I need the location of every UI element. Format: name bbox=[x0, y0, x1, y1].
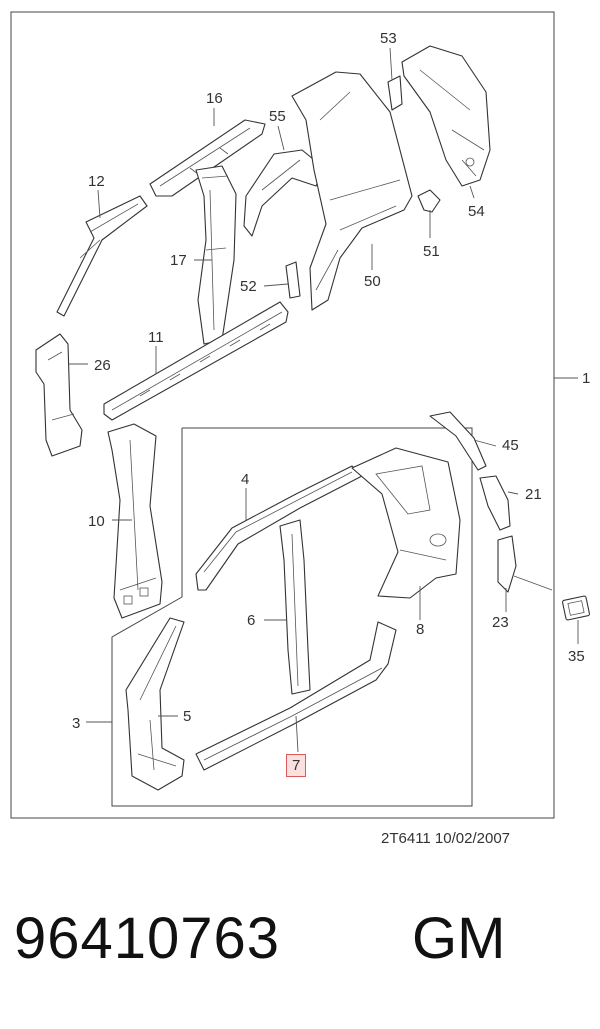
part-45-drawing bbox=[429, 411, 487, 471]
callout-1: 1 bbox=[582, 370, 591, 387]
brand-name: GM bbox=[412, 906, 506, 971]
part-35-drawing bbox=[562, 595, 590, 621]
inner-frame bbox=[111, 427, 473, 807]
callout-16: 16 bbox=[206, 90, 223, 107]
callout-23: 23 bbox=[492, 614, 509, 631]
document-reference: 2T6411 10/02/2007 bbox=[381, 830, 511, 847]
leader-lines bbox=[68, 47, 579, 753]
callout-6: 6 bbox=[247, 612, 256, 629]
part-50-drawing bbox=[291, 71, 413, 311]
part-8-drawing bbox=[351, 447, 461, 599]
part-6-drawing bbox=[279, 519, 311, 695]
callout-26: 26 bbox=[94, 357, 111, 374]
part-16-drawing bbox=[149, 119, 266, 197]
part-11-drawing bbox=[103, 301, 289, 421]
part-55-drawing bbox=[243, 149, 325, 237]
part-17-drawing bbox=[195, 165, 237, 345]
callout-35: 35 bbox=[568, 648, 585, 665]
callout-21: 21 bbox=[525, 486, 542, 503]
callout-10: 10 bbox=[88, 513, 105, 530]
part-23-drawing bbox=[497, 535, 517, 593]
part-3-drawing bbox=[125, 617, 185, 791]
callout-5: 5 bbox=[183, 708, 192, 725]
exploded-parts-diagram bbox=[10, 11, 590, 819]
callout-4: 4 bbox=[241, 471, 250, 488]
callout-7-highlighted: 7 bbox=[286, 754, 307, 777]
callout-54: 54 bbox=[468, 203, 485, 220]
part-21-drawing bbox=[479, 475, 511, 531]
part-26-drawing bbox=[35, 333, 83, 457]
part-7-drawing bbox=[195, 621, 397, 771]
callout-53: 53 bbox=[380, 30, 397, 47]
callout-50: 50 bbox=[364, 273, 381, 290]
callout-55: 55 bbox=[269, 108, 286, 125]
callout-17: 17 bbox=[170, 252, 187, 269]
callout-51: 51 bbox=[423, 243, 440, 260]
part-4-drawing bbox=[195, 465, 363, 591]
callout-52: 52 bbox=[240, 278, 257, 295]
callout-12: 12 bbox=[88, 173, 105, 190]
part-10-drawing bbox=[107, 423, 163, 619]
part-12-drawing bbox=[56, 195, 148, 317]
part-52-drawing bbox=[285, 261, 301, 299]
outer-frame bbox=[10, 11, 555, 819]
part-51-drawing bbox=[417, 189, 441, 213]
callout-11: 11 bbox=[148, 329, 164, 346]
callout-8: 8 bbox=[416, 621, 425, 638]
callout-45: 45 bbox=[502, 437, 519, 454]
part-53-drawing bbox=[387, 75, 403, 111]
callout-3: 3 bbox=[72, 715, 81, 732]
part-number: 96410763 bbox=[14, 906, 281, 971]
part-54-drawing bbox=[401, 45, 491, 187]
